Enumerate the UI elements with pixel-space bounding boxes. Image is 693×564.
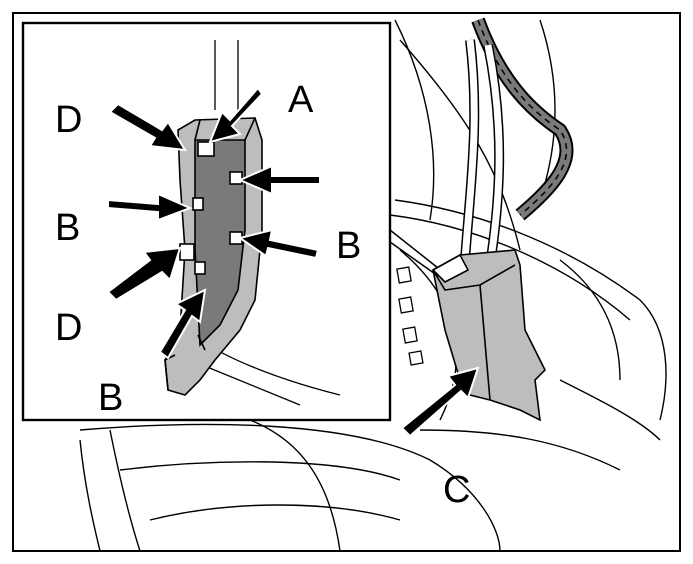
arrow-a (208, 86, 264, 144)
label-a: A (288, 79, 314, 121)
label-b-bottom: B (98, 377, 123, 419)
arrow-d-lower (106, 246, 182, 302)
arrow-c (400, 366, 480, 438)
inset-arrows (106, 86, 321, 360)
label-c: C (443, 469, 470, 511)
label-d-lower: D (55, 307, 82, 349)
label-b-right: B (336, 225, 361, 267)
wiring-harness (460, 17, 574, 266)
arrow-b-right-upper (237, 164, 321, 196)
arrow-b-left-upper (107, 192, 193, 222)
inset-clip-part (164, 117, 263, 396)
label-b-left: B (55, 207, 80, 249)
arrow-d-upper (108, 102, 187, 152)
arrow-b-bottom (158, 288, 207, 360)
label-d-upper: D (55, 99, 82, 141)
clip-windows (396, 266, 424, 366)
arrow-b-right-lower (237, 228, 320, 260)
leader-lines (389, 229, 439, 277)
